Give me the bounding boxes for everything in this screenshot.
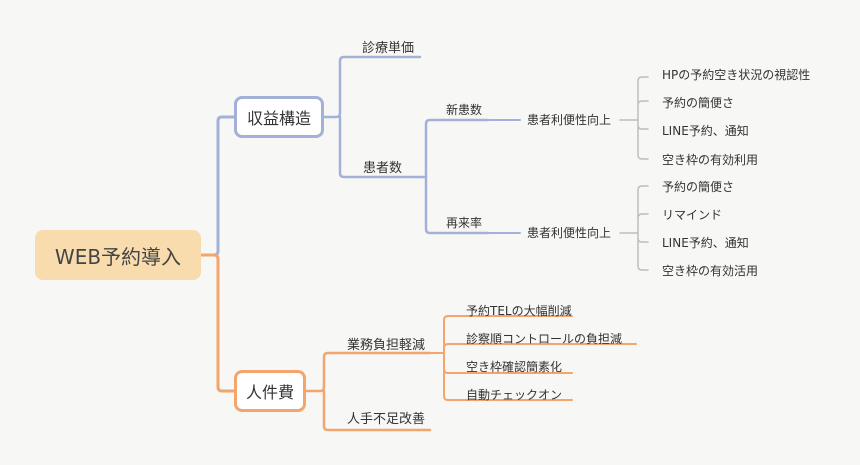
- leaf-new-3[interactable]: LINE予約、通知: [662, 124, 749, 138]
- leaf-workload-4[interactable]: 自動チェックオン: [466, 388, 563, 402]
- leaf-repeat-1[interactable]: 予約の簡便さ: [662, 180, 735, 194]
- topic-new-convenience[interactable]: 患者利便性向上: [527, 113, 612, 127]
- topic-new-patients[interactable]: 新患数: [446, 103, 483, 117]
- connector-labor-children: [304, 351, 432, 432]
- connector-patients-children: [418, 118, 490, 235]
- topic-repeat-convenience[interactable]: 患者利便性向上: [527, 226, 612, 240]
- topic-patients[interactable]: 患者数: [363, 161, 403, 176]
- leaf-workload-1[interactable]: 予約TELの大幅削減: [466, 304, 572, 318]
- leaf-repeat-4[interactable]: 空き枠の有効活用: [662, 264, 759, 278]
- leaf-workload-2[interactable]: 診察順コントロールの負担減: [466, 332, 623, 346]
- connector-root-labor: [199, 253, 236, 393]
- connector-repeat-items: [619, 185, 649, 271]
- topic-staff-shortage[interactable]: 人手不足改善: [347, 412, 426, 427]
- leaf-new-1[interactable]: HPの予約空き状況の視認性: [662, 68, 811, 82]
- leaf-workload-3[interactable]: 空き枠確認簡素化: [466, 360, 563, 374]
- leaf-repeat-3[interactable]: LINE予約、通知: [662, 236, 749, 250]
- leaf-new-4[interactable]: 空き枠の有効利用: [662, 153, 759, 167]
- connector-new-items: [619, 76, 649, 160]
- branch-revenue[interactable]: 収益構造: [234, 96, 324, 138]
- root-topic[interactable]: WEB予約導入: [35, 230, 201, 280]
- connector-root-revenue: [199, 115, 236, 257]
- leaf-repeat-2[interactable]: リマインド: [662, 208, 723, 222]
- connector-revenue-children: [322, 55, 422, 179]
- leaf-new-2[interactable]: 予約の簡便さ: [662, 96, 735, 110]
- topic-workload[interactable]: 業務負担軽減: [347, 338, 426, 353]
- connector-workload-items: [429, 315, 637, 401]
- branch-labor[interactable]: 人件費: [234, 370, 306, 412]
- topic-unit-price[interactable]: 診療単価: [362, 41, 415, 56]
- topic-return-rate[interactable]: 再来率: [446, 216, 483, 230]
